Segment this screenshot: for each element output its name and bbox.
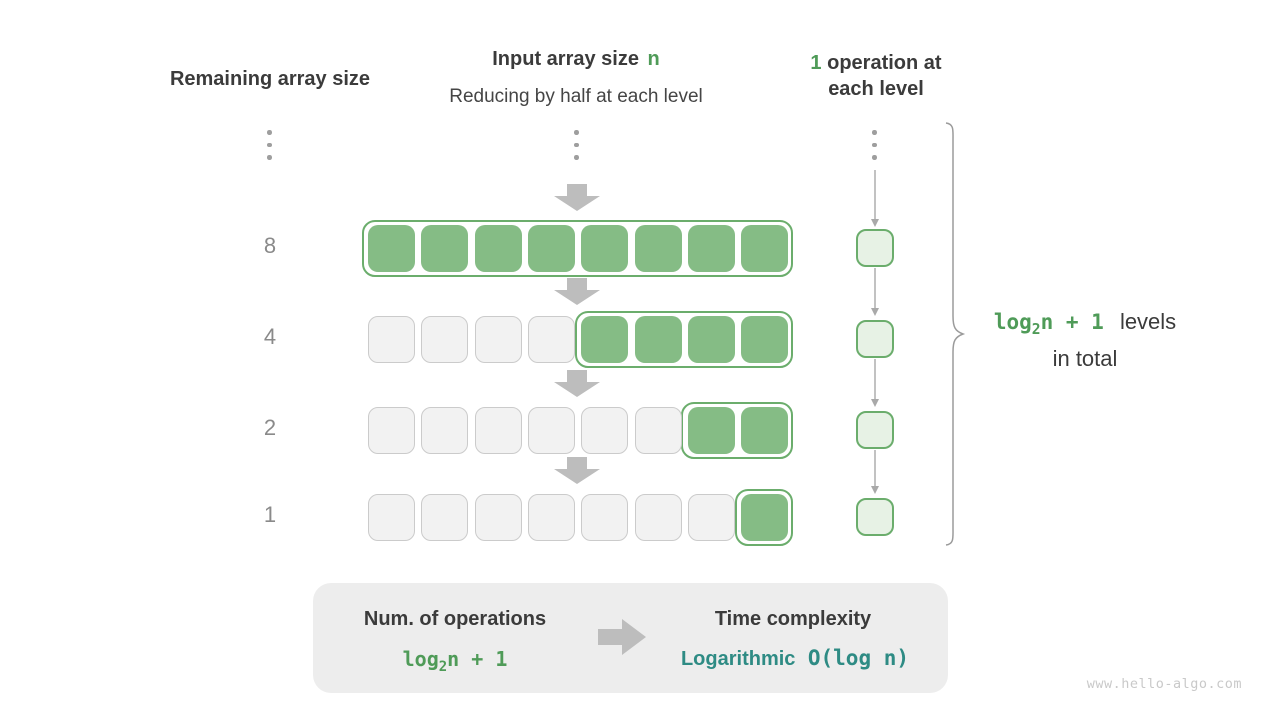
brace-levels-text: levels — [1119, 309, 1177, 334]
operation-square — [856, 229, 894, 267]
array-cell-discarded — [581, 407, 629, 454]
header-center-n: n — [647, 48, 660, 70]
down-arrow-icon — [554, 184, 600, 211]
array-cell-discarded — [474, 494, 522, 541]
header-input-array-size: Input array size n — [406, 46, 746, 72]
dot — [267, 142, 272, 147]
ellipsis-icon-left — [267, 130, 272, 160]
array-cell-discarded — [634, 494, 682, 541]
down-arrow-icon — [554, 278, 600, 305]
array-cell-active — [687, 316, 735, 363]
summary-box — [313, 583, 948, 693]
brace-annotation: log2n + 1 levels in total — [960, 307, 1210, 373]
array-cell-active — [527, 225, 575, 272]
array-cell-active — [741, 407, 789, 454]
array-cell-active — [581, 316, 629, 363]
summary-complexity-value: Logarithmic O(log n) — [640, 646, 950, 671]
header-right-line2: each level — [828, 78, 924, 100]
array-cell-discarded — [421, 494, 469, 541]
formula-log2n-plus-1: log2n + 1 — [993, 310, 1104, 339]
array-cell-discarded — [368, 407, 415, 454]
complexity-big-o: O(log n) — [807, 646, 910, 670]
dot — [872, 130, 877, 135]
header-reducing-subtitle: Reducing by half at each level — [449, 86, 703, 107]
array-cell-active — [687, 407, 735, 454]
array-cell-active — [741, 316, 789, 363]
ellipsis-icon-center — [574, 130, 579, 160]
array-cell-discarded — [527, 316, 575, 363]
array-cell-discarded — [527, 407, 575, 454]
level-size-label: 1 — [263, 502, 277, 527]
array-cell-discarded — [421, 316, 469, 363]
header-right-one: 1 — [810, 52, 822, 74]
dot — [574, 130, 579, 135]
level-size-label: 8 — [263, 233, 277, 258]
array-cell-discarded — [527, 494, 575, 541]
brace-in-total-text: in total — [1052, 346, 1118, 372]
dot — [574, 155, 579, 160]
header-left-text: Remaining array size — [169, 68, 371, 90]
header-right-line1: operation at — [827, 52, 942, 74]
array-cell-active — [368, 225, 415, 272]
dot — [872, 155, 877, 160]
array-cell-discarded — [421, 407, 469, 454]
operation-square — [856, 320, 894, 358]
array-cell-discarded — [368, 494, 415, 541]
array-cell-active — [634, 225, 682, 272]
down-arrow-icon — [554, 370, 600, 397]
header-center-text: Input array size — [492, 48, 639, 70]
ellipsis-icon-right — [872, 130, 877, 160]
array-cell-active — [687, 225, 735, 272]
dot — [267, 155, 272, 160]
array-cell-active — [474, 225, 522, 272]
down-arrow-icon — [554, 457, 600, 484]
array-cell-discarded — [687, 494, 735, 541]
watermark: www.hello-algo.com — [1086, 676, 1242, 692]
array-cell-discarded — [581, 494, 629, 541]
array-cell-discarded — [634, 407, 682, 454]
operation-square — [856, 498, 894, 536]
header-one-operation: 1 operation at each level — [776, 50, 976, 102]
level-size-label: 2 — [263, 415, 277, 440]
array-cell-active — [634, 316, 682, 363]
summary-complexity-title: Time complexity — [714, 608, 872, 630]
dot — [872, 142, 877, 147]
dot — [574, 142, 579, 147]
array-cell-discarded — [474, 316, 522, 363]
array-cell-discarded — [368, 316, 415, 363]
array-cell-active — [421, 225, 469, 272]
level-size-label: 4 — [263, 324, 277, 349]
dot — [267, 130, 272, 135]
array-cell-active — [741, 494, 789, 541]
summary-operations-title: Num. of operations — [363, 608, 547, 630]
summary-operations-formula: log2n + 1 — [402, 647, 508, 675]
operation-square — [856, 411, 894, 449]
array-cell-active — [581, 225, 629, 272]
complexity-name: Logarithmic — [680, 648, 796, 670]
array-cell-active — [741, 225, 789, 272]
header-remaining-array-size: Remaining array size — [120, 66, 420, 92]
array-cell-discarded — [474, 407, 522, 454]
